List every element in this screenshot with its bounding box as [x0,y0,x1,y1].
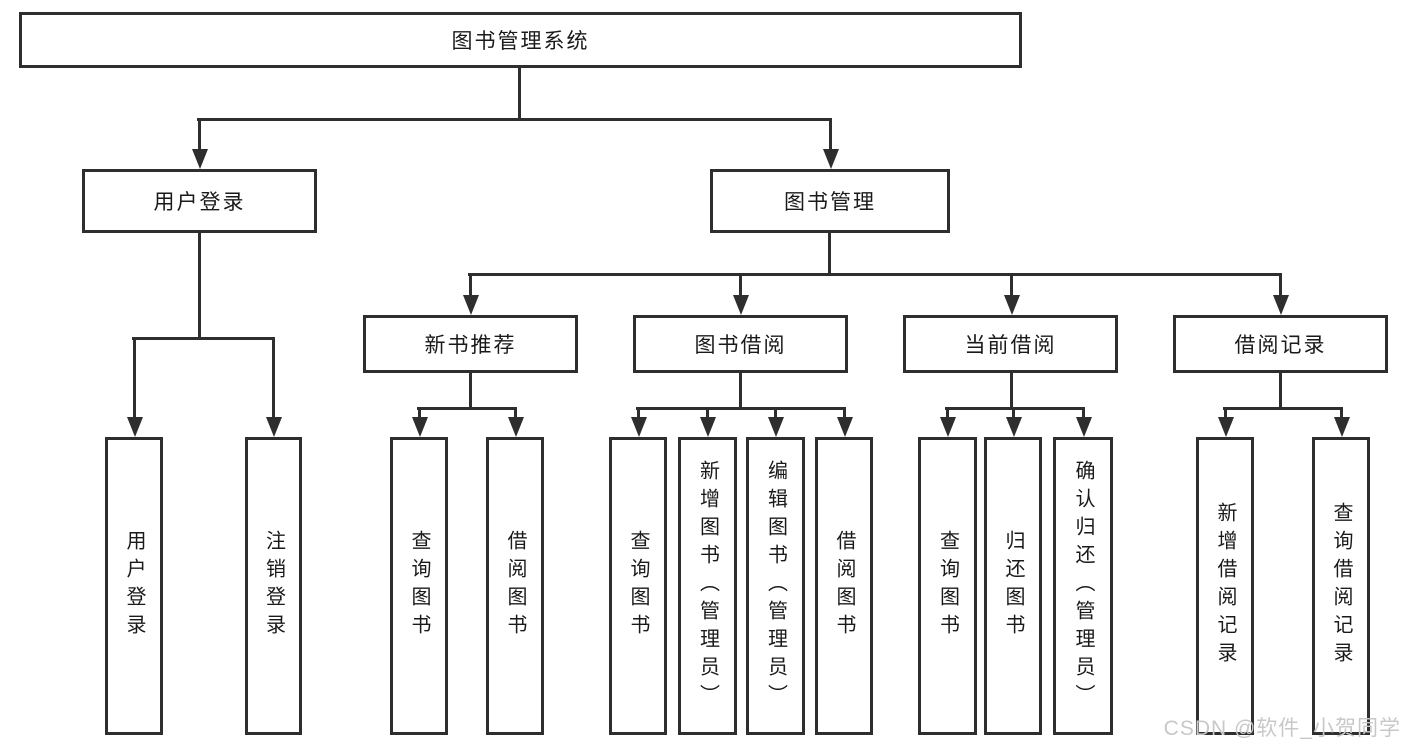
arrow-to-br-add [1217,407,1234,437]
arrow-to-new-book-rec [462,273,479,315]
leaf-br-query-record: 查询借阅记录 [1312,437,1370,735]
leaf-cb-confirm-return-admin: 确认归还（管理员） [1053,437,1113,735]
connector-borrow-records-stem [1279,373,1282,409]
leaf-bb-borrow-books: 借阅图书 [815,437,873,735]
connector-user-login-stem [198,233,201,339]
arrow-to-cb-query [939,407,956,437]
leaf-cb-query-books: 查询图书 [918,437,977,735]
node-borrow-records: 借阅记录 [1173,315,1388,373]
arrow-to-bb-borrow [836,407,853,437]
node-book-borrow: 图书借阅 [633,315,848,373]
connector-book-borrow-stem [739,373,742,409]
connector-book-mgmt-split [468,273,1282,276]
arrow-to-book-mgmt [822,118,839,169]
leaf-nbr-query-books: 查询图书 [390,437,448,735]
arrow-to-borrow-records [1272,273,1289,315]
connector-book-borrow-split [636,407,846,410]
connector-user-login-split [132,337,275,340]
connector-root-stem [518,68,521,120]
watermark-text: CSDN @软件_小贺同学 [1163,717,1401,740]
arrow-to-cb-return [1005,407,1022,437]
connector-current-borrow-stem [1010,373,1013,409]
arrow-to-user-login [191,118,208,169]
arrow-to-bb-query [630,407,647,437]
arrow-to-bb-add [699,407,716,437]
leaf-nbr-borrow-books: 借阅图书 [486,437,544,735]
node-current-borrow: 当前借阅 [903,315,1118,373]
arrow-to-leaf-logout [265,337,282,437]
connector-current-borrow-split [945,407,1085,410]
node-user-login-branch: 用户登录 [82,169,317,233]
leaf-user-login: 用户登录 [105,437,163,735]
connector-new-book-rec-split [417,407,517,410]
connector-borrow-records-split [1223,407,1343,410]
arrow-to-current-borrow [1003,273,1020,315]
connector-new-book-rec-stem [469,373,472,409]
leaf-br-add-record: 新增借阅记录 [1196,437,1254,735]
arrow-to-leaf-user-login [126,337,143,437]
arrow-to-nbr-query [411,407,428,437]
connector-book-mgmt-stem [828,233,831,275]
node-root: 图书管理系统 [19,12,1022,68]
node-new-book-rec: 新书推荐 [363,315,578,373]
connector-root-split [197,118,832,121]
leaf-bb-edit-books-admin: 编辑图书（管理员） [746,437,805,735]
node-book-mgmt-branch: 图书管理 [710,169,950,233]
arrow-to-br-query [1333,407,1350,437]
arrow-to-bb-edit [767,407,784,437]
arrow-to-nbr-borrow [507,407,524,437]
leaf-cb-return-books: 归还图书 [984,437,1042,735]
arrow-to-cb-confirm [1075,407,1092,437]
leaf-bb-add-books-admin: 新增图书（管理员） [678,437,737,735]
arrow-to-book-borrow [732,273,749,315]
leaf-bb-query-books: 查询图书 [609,437,667,735]
leaf-logout: 注销登录 [245,437,302,735]
